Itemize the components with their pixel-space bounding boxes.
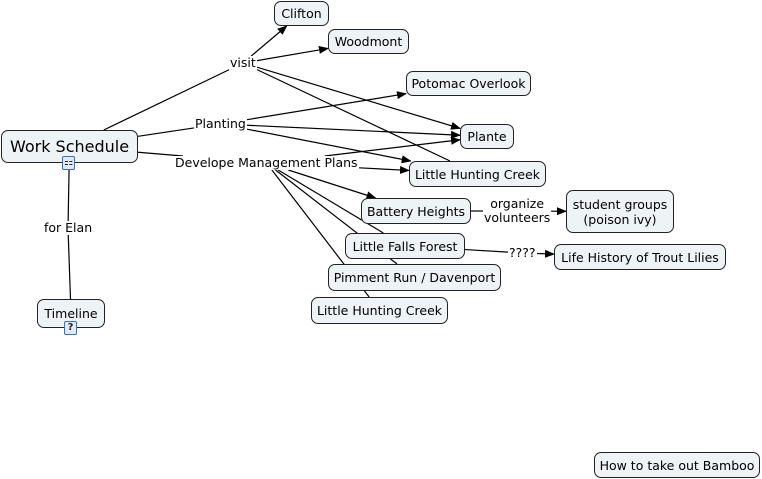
concept-pimment-run-davenport[interactable]: Pimment Run / Davenport [328,264,501,291]
connection-develope-to-battery-heights [288,169,377,200]
connection-qqqq-to-life-history [536,249,555,258]
link-label-organize-volunteers[interactable]: organize volunteers [483,196,552,225]
connection-develope-to-little-hunting-creek-1 [358,165,410,174]
connection-develope-to-plante [324,136,461,157]
connection-work-schedule-to-for-elan [67,162,70,222]
link-label-question-marks[interactable]: ???? [508,245,537,260]
concept-map-icon[interactable]: ⚏ [62,156,75,170]
link-label-visit[interactable]: visit [229,55,257,70]
concept-little-hunting-creek[interactable]: Little Hunting Creek [409,161,546,187]
connection-for-elan-to-timeline [67,234,72,300]
connection-work-schedule-to-planting [137,127,195,137]
concept-plante[interactable]: Plante [460,124,514,149]
concept-woodmont[interactable]: Woodmont [328,29,409,54]
connection-visit-to-little-hunting-creek-1 [256,69,451,162]
link-label-planting[interactable]: Planting [194,116,247,131]
link-label-for-elan[interactable]: for Elan [43,220,94,235]
concept-student-groups[interactable]: student groups (poison ivy) [566,190,674,233]
concept-little-falls-forest[interactable]: Little Falls Forest [345,233,465,259]
connection-visit-to-woodmont [256,46,329,62]
concept-potomac-overlook[interactable]: Potomac Overlook [406,71,531,96]
concept-clifton[interactable]: Clifton [274,1,329,26]
connection-work-schedule-to-develope [137,151,183,157]
concept-how-to-take-out-bamboo[interactable]: How to take out Bamboo [594,452,760,478]
concept-battery-heights[interactable]: Battery Heights [361,198,471,224]
connection-work-schedule-to-visit [103,69,230,131]
connection-visit-to-plante [256,66,461,130]
concept-life-history-of-trout-lilies[interactable]: Life History of Trout Lilies [554,244,726,270]
link-label-develope-management-plans[interactable]: Develope Management Plans [174,155,359,170]
connection-planting-to-plante [246,124,461,139]
connection-little-falls-forest-to-qqqq [464,248,509,253]
connection-planting-to-potomac-overlook [246,91,407,121]
connection-visit-to-clifton [250,25,288,57]
connection-planting-to-little-hunting-creek-1 [246,128,412,164]
concept-little-hunting-creek-2[interactable]: Little Hunting Creek [311,297,448,324]
unknown-document-icon[interactable]: ? [64,321,77,335]
